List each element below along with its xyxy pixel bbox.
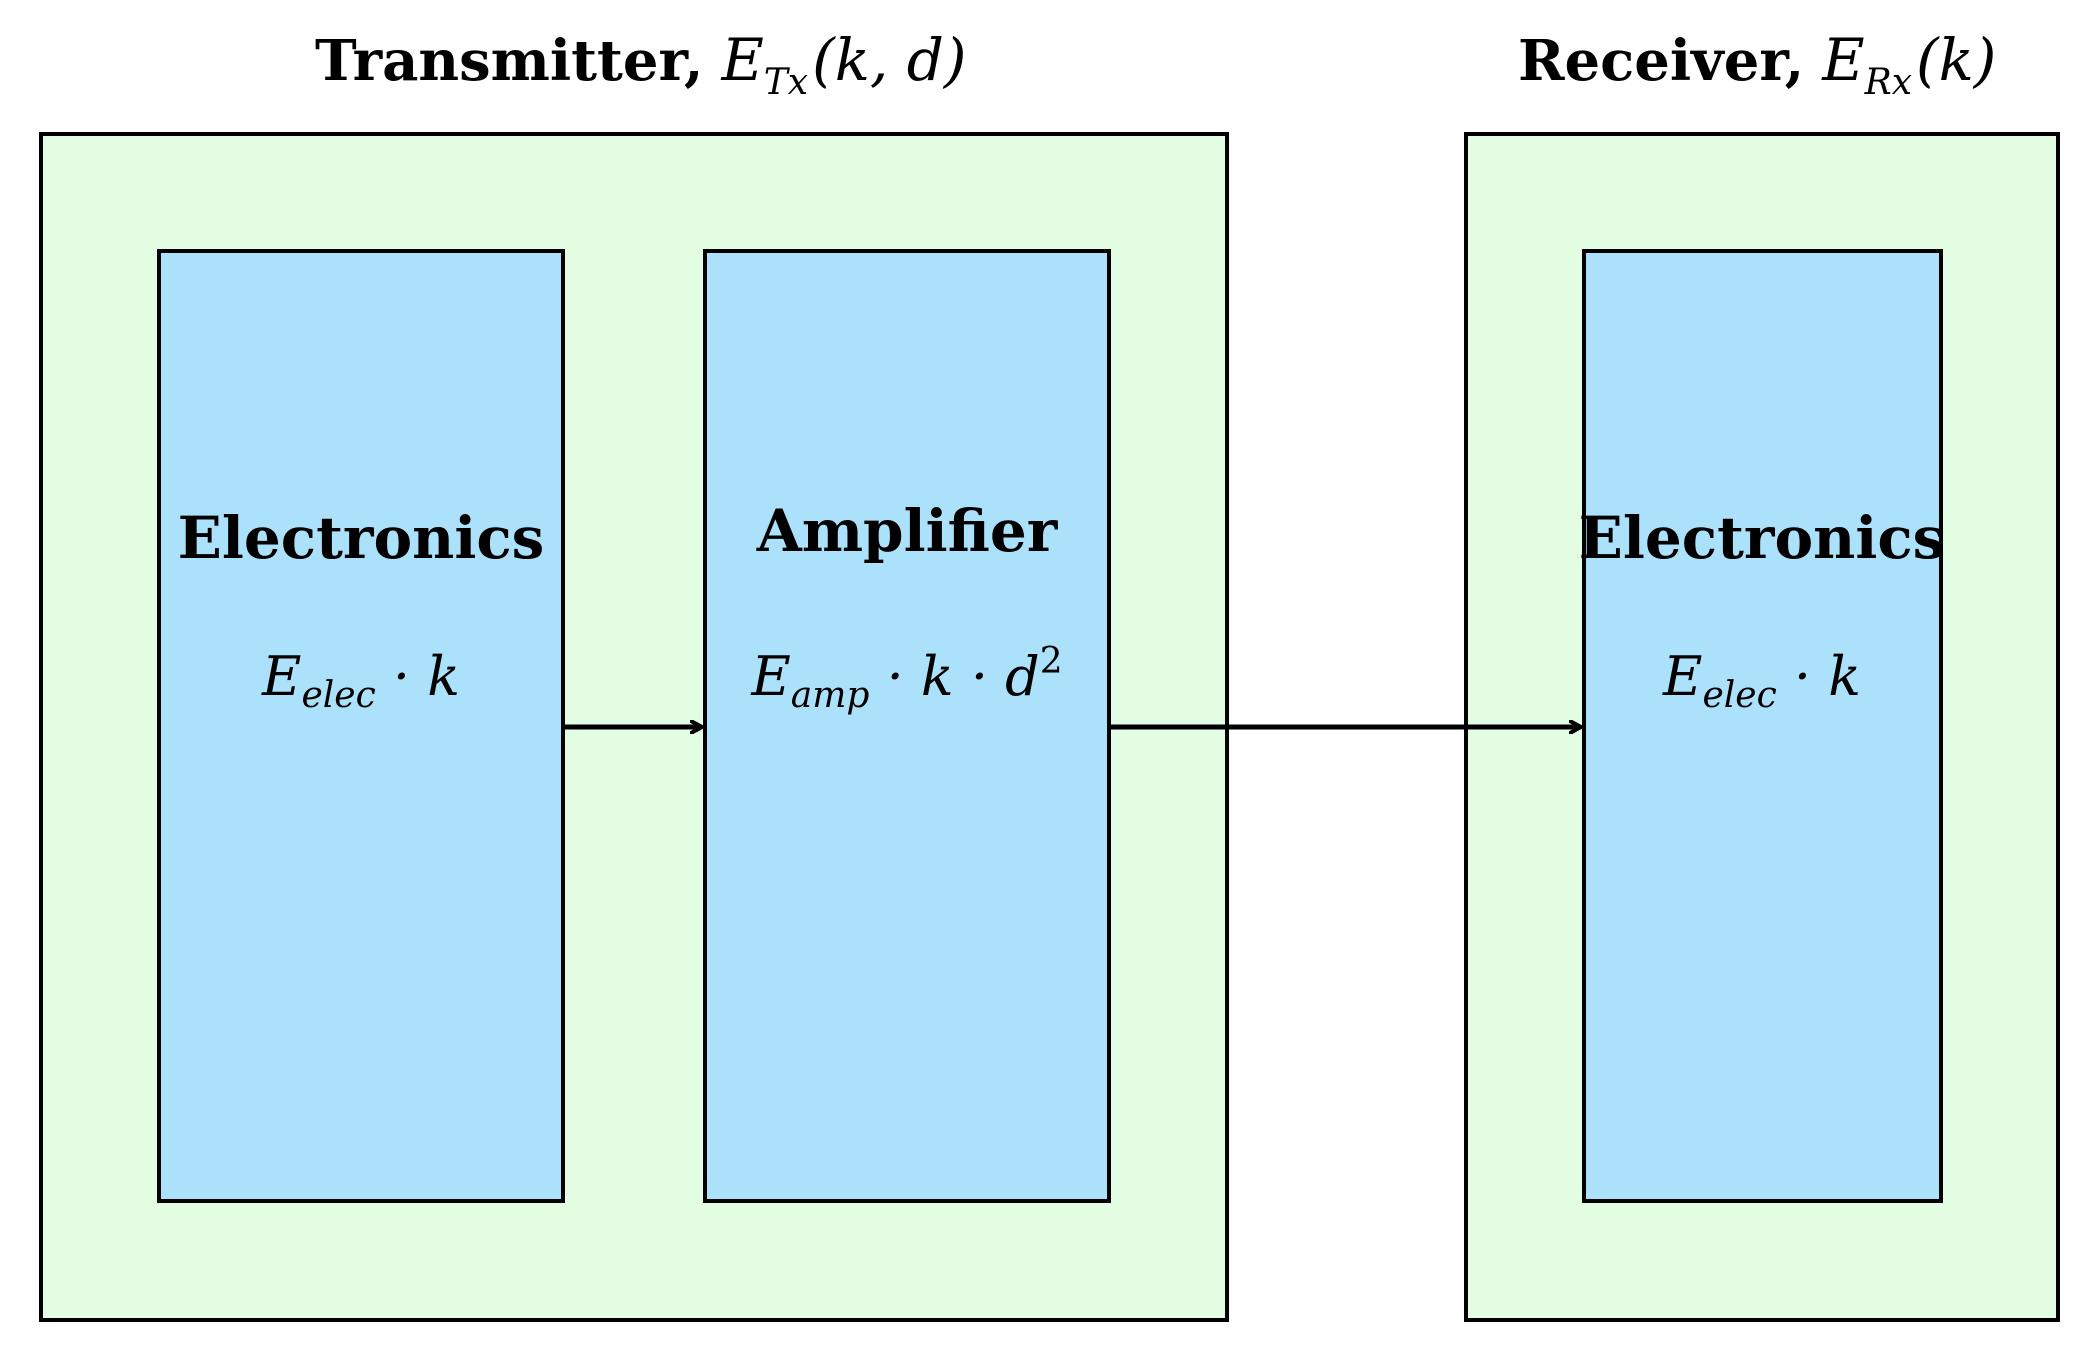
amplifier-formula: Eamp · k · d2: [750, 641, 1062, 716]
transmitter-title: Transmitter, ETx(k, d): [315, 26, 967, 103]
amplifier-label: Amplifier: [756, 497, 1059, 565]
tx-electronics-label: Electronics: [178, 504, 545, 572]
receiver-title: Receiver, ERx(k): [1518, 26, 1996, 103]
amplifier-block: [703, 249, 1111, 1203]
rx-electronics-block: [1582, 249, 1943, 1203]
tx-electronics-block: [157, 249, 565, 1203]
rx-electronics-label: Electronics: [1579, 504, 1946, 572]
rx-electronics-formula: Eelec · k: [1662, 645, 1861, 716]
tx-electronics-formula: Eelec · k: [261, 645, 460, 716]
